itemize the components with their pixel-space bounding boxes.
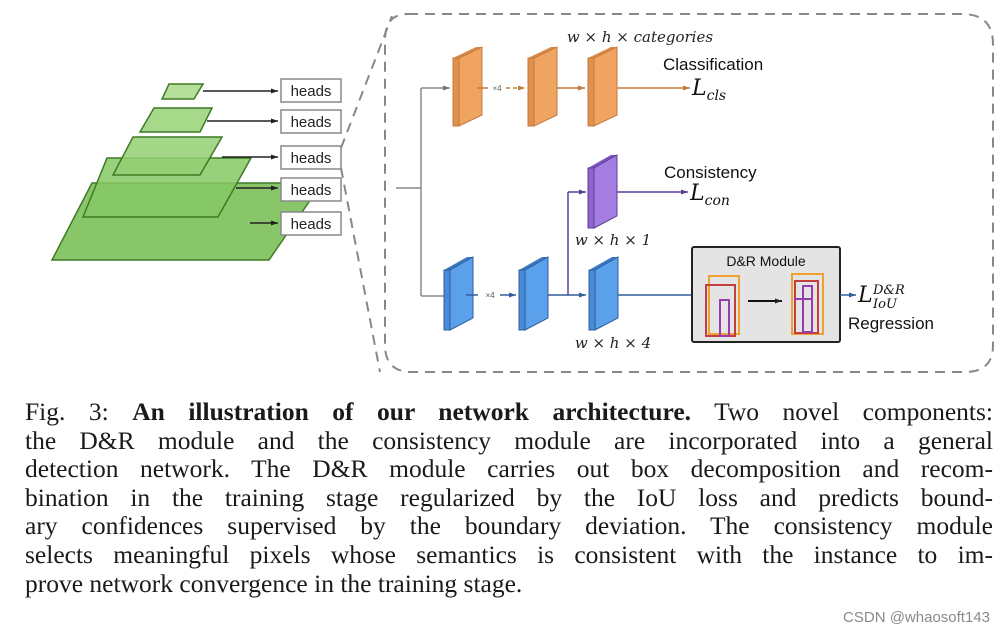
pyramid-layer-3 — [111, 136, 224, 176]
heads-boxes: heads heads heads heads heads — [280, 78, 342, 236]
head-input-lines — [396, 85, 450, 297]
figure-caption: Fig. 3: An illustration of our network a… — [25, 397, 993, 598]
caption-line: prove network convergence in the trainin… — [25, 568, 523, 598]
repeat-label: ×4 — [492, 84, 502, 93]
caption-line: detection network. The D&R module carrie… — [25, 454, 993, 484]
heads-label: heads — [291, 216, 332, 233]
regression-branch: ×4 w × h × 4 — [443, 256, 692, 352]
consistency-loss: Lcon — [689, 181, 730, 209]
caption-line: Fig. 3: An illustration of our network a… — [25, 397, 993, 426]
feature-pyramid — [50, 83, 324, 261]
feature-map-blue — [443, 256, 474, 331]
consistency-branch: w × h × 1 Consistency Lcon — [567, 154, 757, 295]
boxes-before-icon — [705, 275, 740, 337]
zoom-callout-lines — [340, 15, 393, 373]
heads-box: heads — [280, 211, 342, 236]
pyramid-layer-2 — [138, 107, 214, 133]
regression-loss-subscript: IoU — [872, 297, 898, 312]
boxes-after-icon — [791, 273, 824, 335]
caption-label: Fig. 3: — [25, 397, 109, 426]
feature-map-orange — [452, 46, 483, 127]
heads-box: heads — [280, 145, 342, 170]
classification-loss: Lcls — [691, 76, 726, 104]
consistency-title: Consistency — [664, 163, 757, 182]
pyramid-arrows — [203, 88, 278, 226]
regression-loss: L — [857, 283, 873, 308]
heads-label: heads — [291, 150, 332, 167]
watermark: CSDN @whaosoft143 — [843, 609, 990, 626]
repeat-label: ×4 — [485, 291, 495, 300]
dr-module-title: D&R Module — [726, 253, 806, 269]
feature-map-orange — [587, 46, 618, 127]
regression-title: Regression — [848, 314, 934, 333]
regression-dim-label: w × h × 4 — [575, 334, 651, 352]
classification-dim-label: w × h × categories — [567, 28, 713, 46]
feature-map-blue — [588, 256, 619, 331]
head-detail-frame — [384, 13, 994, 373]
caption-line: the D&R module and the consistency modul… — [25, 425, 993, 455]
classification-branch: ×4 w × h × categories Classification Lcl… — [452, 28, 763, 127]
feature-map-purple — [587, 154, 618, 229]
feature-map-orange — [527, 46, 558, 127]
caption-line: bination in the training stage regulariz… — [25, 482, 993, 512]
heads-box: heads — [280, 109, 342, 134]
caption-title: An illustration of our network architect… — [132, 397, 692, 426]
classification-title: Classification — [663, 55, 763, 74]
regression-loss-superscript: D&R — [872, 283, 905, 298]
pyramid-layer-1 — [160, 83, 205, 100]
heads-box: heads — [280, 78, 342, 103]
dr-module: D&R Module L D&R IoU Regression — [691, 246, 934, 343]
heads-label: heads — [291, 182, 332, 199]
architecture-figure: heads heads heads heads heads — [50, 13, 994, 373]
heads-label: heads — [291, 83, 332, 100]
feature-map-blue — [518, 256, 549, 331]
caption-line: ary confidences supervised by the bounda… — [25, 511, 993, 541]
consistency-dim-label: w × h × 1 — [575, 231, 651, 249]
caption-line: selects meaningful pixels whose semantic… — [25, 539, 993, 569]
heads-box: heads — [280, 177, 342, 202]
heads-label: heads — [291, 114, 332, 131]
